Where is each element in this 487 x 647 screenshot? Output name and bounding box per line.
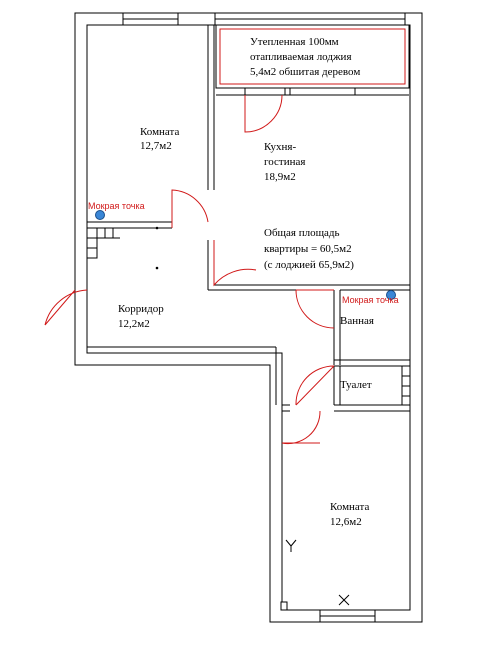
radiator-marker (280, 601, 288, 611)
doors (44, 94, 335, 445)
windows (122, 12, 406, 623)
toilet-name: Туалет (340, 379, 372, 391)
bath-name: Ванная (340, 315, 374, 327)
wet-point-icon-1 (95, 210, 105, 220)
door-room1 (171, 189, 209, 228)
door-kitchen (213, 240, 257, 287)
total-area-2: квартиры = 60,5м2 (264, 243, 352, 255)
markers-symbols (155, 226, 350, 606)
corridor-name: Корридор (118, 303, 164, 315)
total-area-1: Общая площадь (264, 227, 340, 239)
door-bath (295, 289, 335, 329)
total-area-3: (с лоджией 65,9м2) (264, 259, 354, 271)
kitchen-name-2: гостиная (264, 156, 306, 168)
loggia-text-2: отапливаемая лоджия (250, 51, 352, 63)
room1-area: 12,7м2 (140, 140, 172, 152)
door-entrance (44, 289, 88, 326)
loggia-text-1: Утепленная 100мм (250, 36, 339, 48)
kitchen-area: 18,9м2 (264, 171, 296, 183)
outer-wall-outline (74, 12, 423, 623)
wet-point-label-2: Мокрая точка (342, 295, 399, 305)
door-room2 (281, 410, 321, 445)
door-toilet (295, 365, 335, 406)
loggia-text-3: 5,4м2 обшитая деревом (250, 66, 361, 78)
loggia-window-frame (289, 87, 356, 96)
room2-area: 12,6м2 (330, 516, 362, 528)
door-loggia (244, 94, 283, 133)
corridor-area: 12,2м2 (118, 318, 150, 330)
fixtures (86, 227, 411, 611)
loggia-walls (215, 24, 410, 96)
closet (86, 227, 98, 259)
room2-name: Комната (330, 501, 370, 513)
kitchen-name-1: Кухня- (264, 141, 297, 153)
partitions (87, 25, 410, 412)
wet-point-icon-2 (386, 290, 396, 300)
loggia-inner (219, 28, 406, 85)
room1-name: Комната (140, 126, 180, 138)
wet-point-label-1: Мокрая точка (88, 201, 145, 211)
loggia-door-frame (244, 87, 286, 96)
